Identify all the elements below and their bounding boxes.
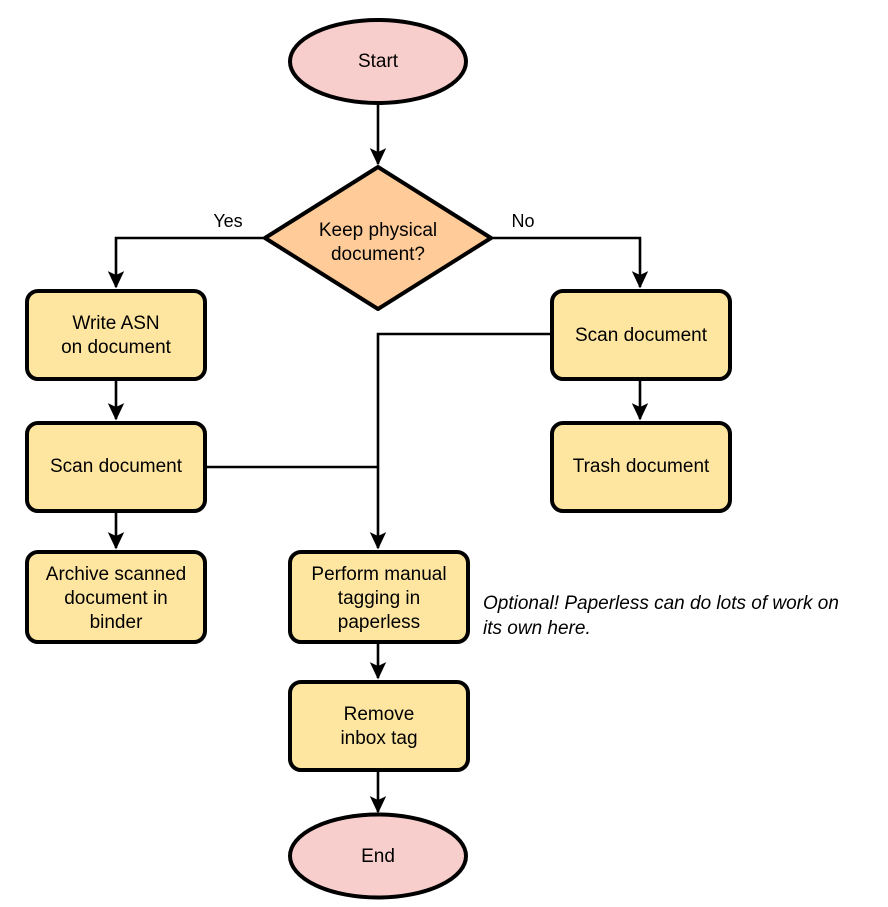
annotation-optional-paperless: Optional! Paperless can do lots of work … [483, 593, 839, 639]
scan-document-right-box [550, 289, 732, 381]
archive-label-line2: document in [64, 588, 168, 609]
scan-document-left-box [25, 421, 207, 513]
write-asn-label-line1: Write ASN [72, 313, 159, 334]
annotation-line2: its own here. [483, 618, 591, 639]
annotation-line1: Optional! Paperless can do lots of work … [483, 593, 839, 614]
trash-document-label: Trash document [573, 456, 710, 477]
edge-decision-yes-to-write-asn [107, 236, 265, 289]
edge-decision-no-to-scan-right [491, 236, 649, 289]
remove-inbox-label-line1: Remove [344, 704, 415, 725]
scan-document-left-label: Scan document [50, 456, 183, 477]
node-trash-document[interactable]: Trash document [550, 421, 732, 513]
start-ellipse [288, 18, 468, 105]
node-decision-keep-physical-document[interactable]: Keep physical document? [263, 165, 493, 311]
node-start[interactable]: Start [288, 18, 468, 105]
edge-label-yes: Yes [213, 211, 242, 231]
decision-diamond [263, 165, 493, 311]
node-scan-document-right[interactable]: Scan document [550, 289, 732, 381]
trash-document-box [550, 421, 732, 513]
decision-label-line2: document? [331, 244, 425, 265]
end-label: End [361, 846, 395, 867]
manual-tagging-box [288, 550, 470, 644]
write-asn-label-line2: on document [61, 337, 172, 358]
manual-tagging-label-line1: Perform manual [311, 564, 446, 585]
node-write-asn-on-document[interactable]: Write ASN on document [25, 289, 207, 381]
write-asn-box [25, 289, 207, 381]
decision-label-line1: Keep physical [319, 220, 437, 241]
edge-label-no: No [511, 211, 534, 231]
end-ellipse [288, 812, 468, 900]
node-perform-manual-tagging[interactable]: Perform manual tagging in paperless [288, 550, 470, 644]
archive-label-line3: binder [90, 612, 143, 633]
node-end[interactable]: End [288, 812, 468, 900]
archive-box [25, 550, 207, 644]
manual-tagging-label-line2: tagging in [338, 588, 420, 609]
remove-inbox-label-line2: inbox tag [340, 728, 417, 749]
node-scan-document-left[interactable]: Scan document [25, 421, 207, 513]
start-label: Start [358, 51, 399, 72]
archive-label-line1: Archive scanned [46, 564, 186, 585]
node-archive-scanned-document[interactable]: Archive scanned document in binder [25, 550, 207, 644]
manual-tagging-label-line3: paperless [338, 612, 420, 633]
node-remove-inbox-tag[interactable]: Remove inbox tag [288, 680, 470, 772]
remove-inbox-tag-box [288, 680, 470, 772]
edge-scan-right-to-manual-tagging [369, 332, 552, 550]
scan-document-right-label: Scan document [575, 325, 708, 346]
